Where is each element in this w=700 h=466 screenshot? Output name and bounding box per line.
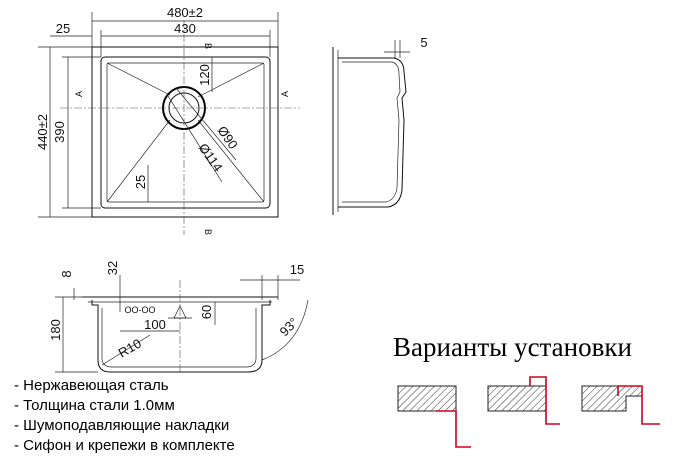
dim-overall-depth: 440±2 [35,114,50,150]
dim-corner-radius: R10 [116,336,144,361]
drain-ray [106,119,171,203]
drain-ray [197,62,265,98]
section-view: 8 32 OO-OO 15 180 60 100 R10 93° [48,261,309,373]
sink-bowl-inner [106,62,265,203]
dim-inner-width: 430 [174,21,196,36]
install-title: Варианты установки [393,332,632,362]
sink-bowl-outer [100,56,271,209]
dim-drain-offset: 120 [197,64,212,86]
angle-arc [261,299,309,361]
dim-wall-angle: 93° [277,315,302,340]
dim-wall-offset: 5 [420,35,427,50]
dim-corner-step: 25 [133,175,148,189]
drain-ray [106,62,171,96]
install-variants [397,376,660,448]
section-mark-a-right: A [280,91,290,97]
sink-edge [529,376,560,425]
sink-outer-flange [91,46,279,218]
feature-item: - Нержавеющая сталь [14,377,169,394]
dim-flange-width: 15 [290,262,304,277]
feature-item: - Толщина стали 1.0мм [14,397,175,414]
dim-overflow-offset: 32 [105,261,120,275]
sink-edge [436,410,471,448]
dim-overall-width: 480±2 [167,5,203,20]
section-bowl-inner [101,308,257,368]
section-bowl-profile [91,300,271,373]
feature-item: - Шумоподавляющие накладки [14,417,230,434]
side-bowl-inner [342,61,401,203]
dim-outlet-outer-diameter: Ø114 [196,140,226,174]
section-mark-b-bottom: B [203,229,213,235]
dim-outlet-height: 60 [199,305,214,319]
section-mark-a-left: A [74,91,84,97]
install-variant-undermount [397,385,471,448]
top-view: 480±2 430 25 440±2 390 120 Ø90 Ø114 25 A… [35,5,300,235]
overflow-mark: OO-OO [125,305,156,315]
dim-rim-height: 8 [59,270,74,277]
drain-ray [197,119,265,203]
side-bowl-profile [338,57,407,208]
side-view: 5 [332,35,428,215]
feature-list: - Нержавеющая сталь - Толщина стали 1.0м… [14,376,235,456]
feature-item: - Сифон и крепежи в комплекте [14,437,235,454]
dim-outlet-spacing: 100 [144,317,166,332]
section-mark-b-top: B [203,43,213,49]
countertop-section [581,385,643,412]
dim-flange: 25 [56,21,70,36]
install-variant-flush [581,385,660,425]
dim-outlet-diameter: Ø90 [214,123,240,152]
dim-inner-depth: 390 [52,121,67,143]
sink-edge [617,385,660,425]
dim-total-height: 180 [48,319,63,341]
countertop-section [397,385,457,412]
countertop-section [487,385,547,412]
install-variant-overmount [487,376,560,425]
